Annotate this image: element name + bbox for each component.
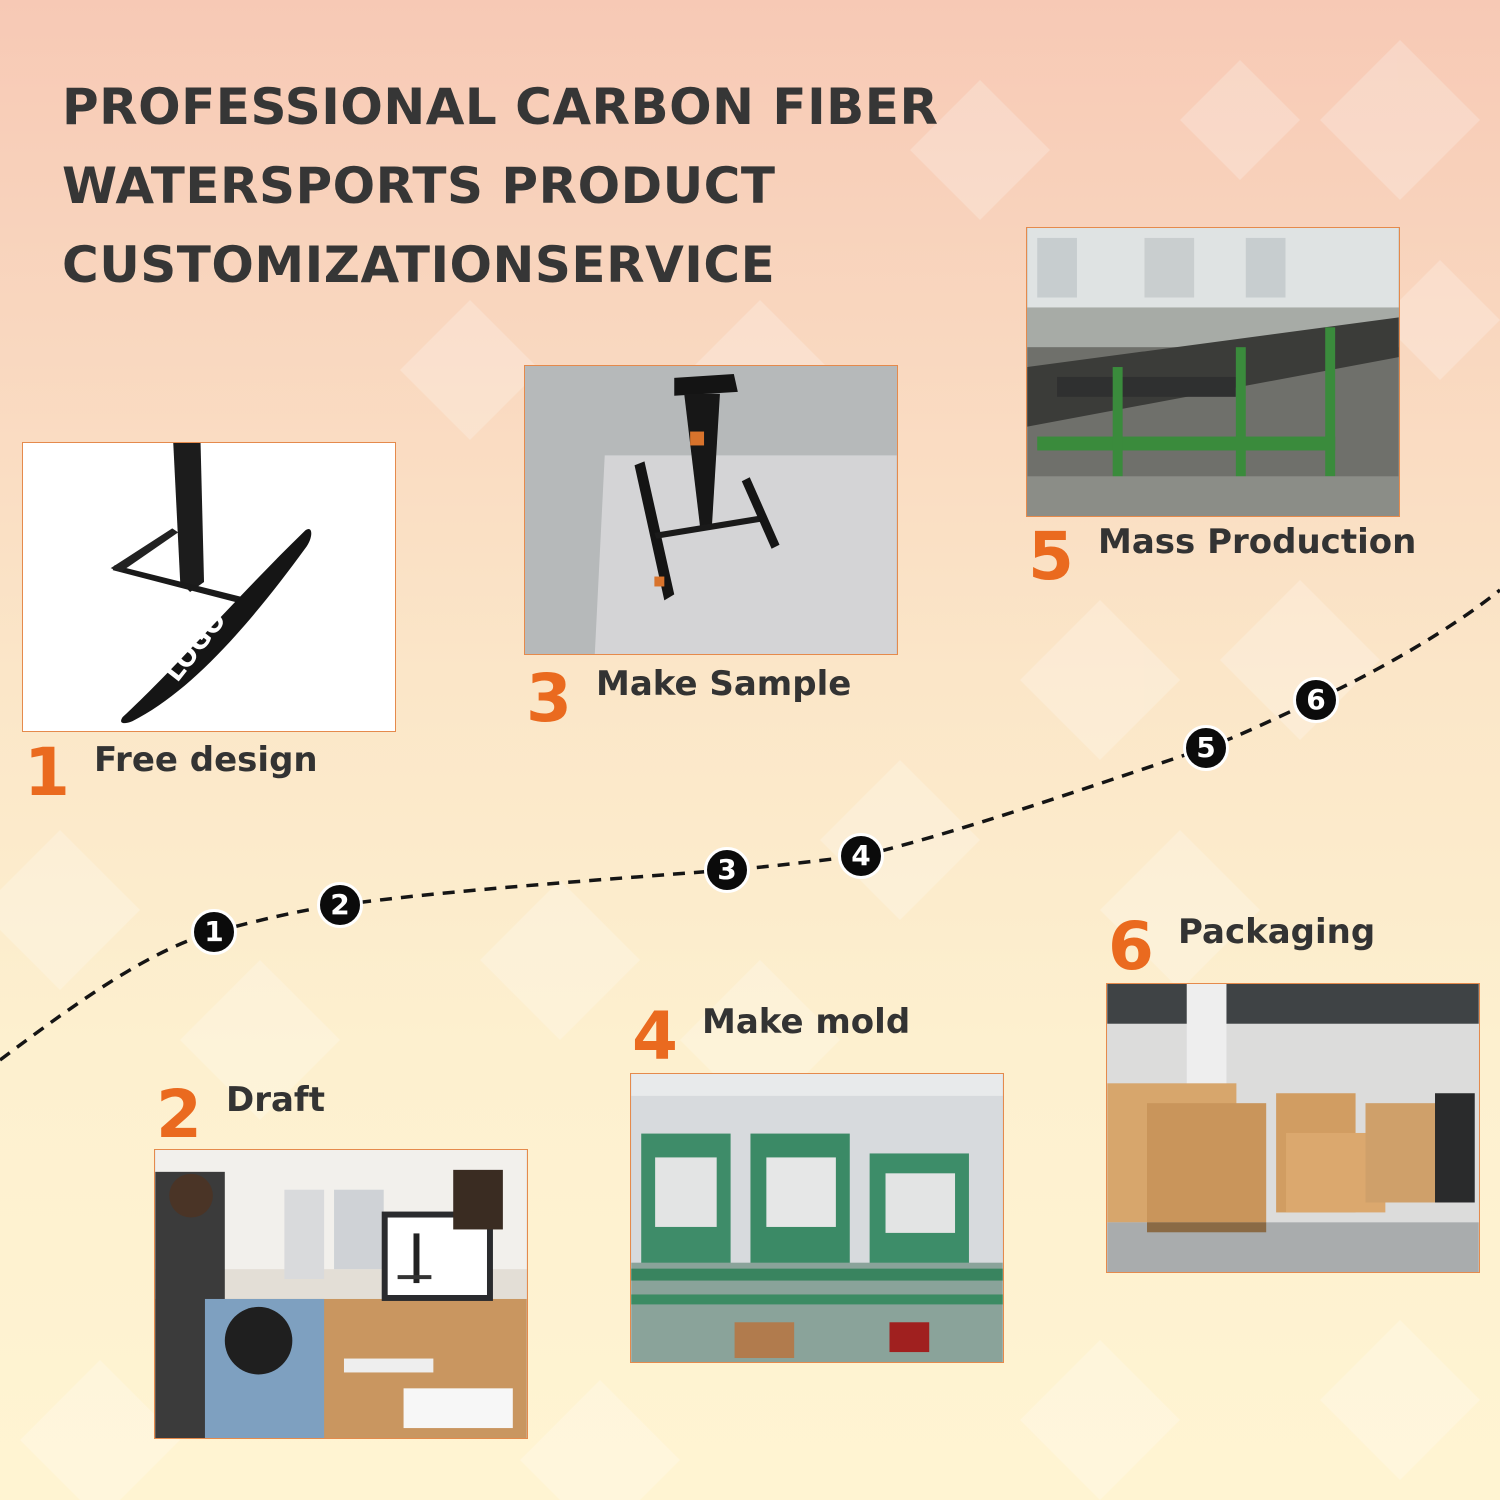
step-4-label: Make mold xyxy=(702,1002,911,1042)
step-2-number: 2 xyxy=(156,1076,202,1153)
hydrofoil-render-icon: LOGO xyxy=(23,443,395,731)
step-1-label: Free design xyxy=(94,740,318,780)
packaging-photo xyxy=(1106,983,1480,1273)
path-marker-1: 1 xyxy=(191,909,237,955)
make-mold-photo xyxy=(630,1073,1004,1363)
make-sample-photo xyxy=(524,365,898,655)
step-4-number: 4 xyxy=(632,998,678,1075)
title-line-2: WATERSPORTS PRODUCT xyxy=(62,157,776,215)
office-scene-icon xyxy=(155,1150,527,1438)
path-marker-4: 4 xyxy=(838,833,884,879)
page-title: PROFESSIONAL CARBON FIBER WATERSPORTS PR… xyxy=(62,68,938,305)
step-5-number: 5 xyxy=(1028,518,1074,595)
press-machines-icon xyxy=(631,1074,1003,1362)
path-marker-3: 3 xyxy=(704,847,750,893)
mass-production-photo xyxy=(1026,227,1400,517)
draft-office-photo xyxy=(154,1149,528,1439)
step-6-number: 6 xyxy=(1108,908,1154,985)
title-line-1: PROFESSIONAL CARBON FIBER xyxy=(62,78,939,136)
production-line-icon xyxy=(1027,228,1399,516)
step-3-number: 3 xyxy=(526,660,572,737)
sample-foil-icon xyxy=(525,366,897,654)
warehouse-boxes-icon xyxy=(1107,984,1479,1272)
path-marker-6: 6 xyxy=(1293,677,1339,723)
path-marker-5: 5 xyxy=(1183,725,1229,771)
path-marker-2: 2 xyxy=(317,882,363,928)
free-design-image: LOGO xyxy=(22,442,396,732)
step-1-number: 1 xyxy=(24,734,70,811)
step-5-label: Mass Production xyxy=(1098,522,1417,562)
step-3-label: Make Sample xyxy=(596,664,852,704)
step-6-label: Packaging xyxy=(1178,912,1376,952)
step-2-label: Draft xyxy=(226,1080,325,1120)
title-line-3: CUSTOMIZATIONSERVICE xyxy=(62,236,776,294)
